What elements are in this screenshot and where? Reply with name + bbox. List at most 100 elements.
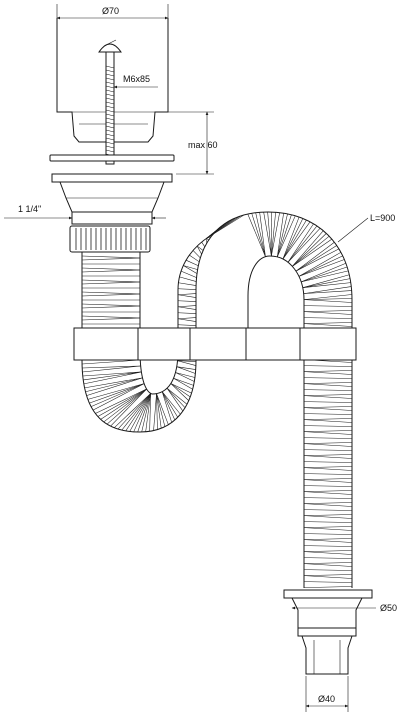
hose-length-label: L=900 <box>370 213 395 223</box>
hose-rib <box>95 388 147 414</box>
hose-rib <box>303 575 353 579</box>
hose-rib <box>177 306 197 310</box>
screw-thread <box>105 65 115 69</box>
screw-thread <box>105 109 115 113</box>
hose-rib <box>83 371 142 381</box>
hose-rib <box>129 393 151 432</box>
hose-rib <box>303 305 353 307</box>
hose-rib <box>303 286 352 294</box>
outlet-lower-label: Ø40 <box>318 694 335 704</box>
screw-thread <box>105 129 115 133</box>
screw-size-label: M6x85 <box>123 74 150 84</box>
hose-rib <box>303 454 353 456</box>
hose-rib <box>161 391 178 418</box>
hose-rib <box>303 485 353 487</box>
hose-rib <box>303 539 353 543</box>
screw-thread <box>105 117 115 121</box>
hose-rib <box>303 322 353 324</box>
hose-rib <box>175 372 195 378</box>
screw-thread <box>105 145 115 149</box>
dimension-strainer-diameter: Ø70 <box>56 4 169 24</box>
hose-rib <box>177 324 197 326</box>
hose-rib <box>166 387 188 405</box>
hose-rib <box>196 245 202 255</box>
hose-rib <box>287 225 318 263</box>
hose-rib <box>103 388 147 423</box>
hose-rib <box>173 377 193 390</box>
hose-rib <box>156 393 166 427</box>
screw <box>98 39 122 165</box>
hose-rib <box>303 430 353 432</box>
hose-rib <box>303 395 353 399</box>
hose-rib <box>81 279 141 283</box>
hose-rib <box>177 360 197 362</box>
hose-rib <box>301 266 348 283</box>
hose-rib <box>303 491 353 495</box>
hose-rib <box>303 533 353 535</box>
hose-rib <box>89 383 145 404</box>
hose-rib <box>303 406 353 408</box>
screw-thread <box>105 141 115 145</box>
hose-rib <box>189 254 200 263</box>
hose-rib <box>86 377 143 396</box>
hose-rib <box>292 235 330 267</box>
hose-rib <box>166 388 186 408</box>
screw-thread <box>105 149 115 153</box>
hose-rib <box>303 509 353 511</box>
hose-rib <box>178 282 197 286</box>
hose-rib <box>166 388 184 412</box>
hose-rib <box>303 455 353 459</box>
hose-rib <box>302 278 351 288</box>
hose-rib <box>277 213 288 257</box>
hose-rib <box>177 312 197 314</box>
hose-rib <box>267 211 272 257</box>
hose-rib <box>295 245 337 272</box>
hose-rib <box>247 213 266 257</box>
hose-rib <box>295 248 340 272</box>
hose-rib <box>303 473 353 475</box>
hose-rib <box>303 526 353 528</box>
hose-rib <box>255 212 266 257</box>
hose-rib <box>153 393 157 431</box>
hose-rib <box>82 365 141 373</box>
hose-rib <box>176 366 196 374</box>
hose-rib <box>303 563 353 567</box>
hose-rib <box>110 388 147 427</box>
dimension-max-height: max 60 <box>156 111 218 175</box>
hose-rib <box>185 259 199 266</box>
outlet-body <box>51 173 173 225</box>
screw-thread <box>105 125 115 129</box>
dimension-outlet-lower: Ø40 <box>305 676 349 712</box>
hose-rib <box>295 242 335 272</box>
hose-rib <box>303 370 353 372</box>
screw-thread <box>105 121 115 125</box>
hose-rib <box>303 401 353 403</box>
hose-rib <box>303 443 353 447</box>
bottom-outlet <box>283 589 373 675</box>
hose-rib <box>271 212 276 257</box>
hose-rib <box>145 393 151 432</box>
hose-rib <box>303 418 353 420</box>
hose-rib <box>161 391 176 421</box>
hose-rib <box>121 393 151 431</box>
hose-rib <box>90 383 145 407</box>
hose-rib <box>81 305 141 309</box>
hose-rib <box>303 394 353 396</box>
hose-rib <box>303 503 353 507</box>
hose-rib <box>302 274 350 288</box>
hose-rib <box>303 581 353 583</box>
screw-thread <box>105 133 115 137</box>
hose-rib <box>81 255 141 259</box>
hose-rib <box>141 393 151 433</box>
hose-rib <box>181 270 197 278</box>
hose-rib <box>137 393 151 433</box>
hose-rib <box>81 291 141 295</box>
hose-rib <box>176 366 196 370</box>
hose-rib <box>303 478 353 480</box>
hose-rib <box>303 527 353 531</box>
hose-rib <box>117 393 151 430</box>
hose-rib <box>303 389 353 391</box>
hose-rib <box>292 238 333 267</box>
hose-rib <box>85 377 143 392</box>
